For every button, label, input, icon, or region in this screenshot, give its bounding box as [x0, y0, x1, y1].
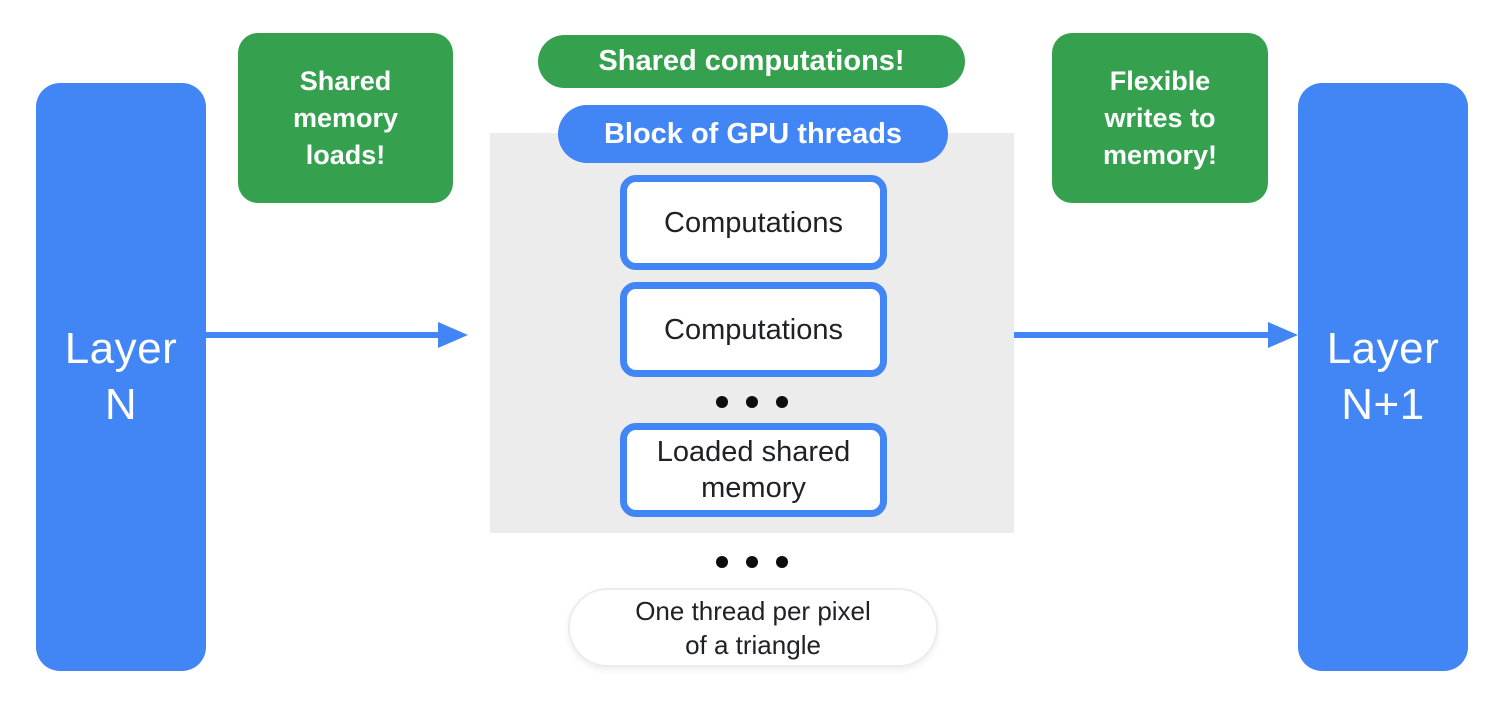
- gpu-block-title-pill: Block of GPU threads: [558, 105, 948, 163]
- footnote-label: One thread per pixel of a triangle: [635, 595, 871, 660]
- layer-n-box: Layer N: [36, 83, 206, 671]
- dot-icon: [776, 556, 788, 568]
- layer-n-label: Layer N: [64, 324, 178, 429]
- dot-icon: [776, 396, 788, 408]
- loaded-shared-memory-label: Loaded shared memory: [656, 436, 851, 504]
- computations-label-1: Computations: [664, 206, 843, 239]
- computations-box-1: Computations: [620, 175, 887, 270]
- dot-icon: [716, 396, 728, 408]
- dot-icon: [746, 396, 758, 408]
- ellipsis-icon: [716, 556, 788, 568]
- computations-box-2: Computations: [620, 282, 887, 377]
- left-arrow-line: [206, 332, 440, 338]
- shared-memory-loads-callout: Shared memory loads!: [238, 33, 453, 203]
- shared-memory-loads-label: Shared memory loads!: [292, 65, 399, 170]
- layer-n-plus-1-label: Layer N+1: [1326, 324, 1440, 429]
- footnote-pill: One thread per pixel of a triangle: [568, 588, 938, 667]
- dot-icon: [716, 556, 728, 568]
- ellipsis-icon: [716, 396, 788, 408]
- shared-computations-label: Shared computations!: [598, 45, 905, 77]
- right-arrow-line: [1014, 332, 1268, 338]
- right-arrowhead-icon: [1268, 322, 1298, 348]
- layer-n-plus-1-box: Layer N+1: [1298, 83, 1468, 671]
- gpu-block-title-label: Block of GPU threads: [603, 117, 903, 150]
- computations-label-2: Computations: [664, 313, 843, 346]
- dot-icon: [746, 556, 758, 568]
- left-arrowhead-icon: [438, 322, 468, 348]
- shared-computations-callout: Shared computations!: [538, 35, 965, 88]
- loaded-shared-memory-box: Loaded shared memory: [620, 423, 887, 517]
- flexible-writes-callout: Flexible writes to memory!: [1052, 33, 1268, 203]
- flexible-writes-label: Flexible writes to memory!: [1102, 65, 1218, 170]
